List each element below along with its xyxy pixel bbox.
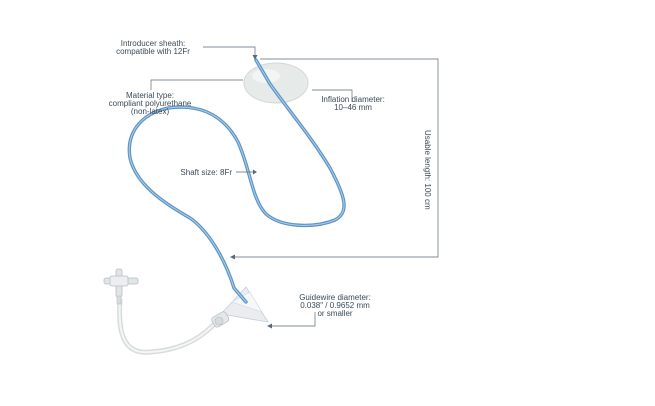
shaft-size-arrow	[253, 169, 257, 175]
introducer-arrow	[252, 55, 258, 60]
inflation-leader	[312, 89, 353, 102]
guidewire-label-line2: 0.038" / 0.9652 mm	[300, 301, 370, 310]
connector-tubing	[117, 297, 221, 355]
material-leader	[150, 79, 243, 90]
introducer-leader	[203, 46, 256, 57]
material-label-line2: compliant polyurethane	[109, 99, 192, 108]
stopcock	[103, 268, 139, 305]
connector-tubing-edge	[118, 299, 219, 354]
usable-length-label: Usable length: 100 cm	[423, 130, 432, 210]
introducer-label-line2: compatible with 12Fr	[116, 47, 190, 56]
material-label-line1: Material type:	[126, 91, 174, 100]
guidewire-leader	[270, 312, 316, 327]
introducer-label-line1: Introducer sheath:	[121, 39, 185, 48]
guidewire-arrow	[267, 323, 272, 329]
usable-length-arrow	[230, 254, 235, 260]
shaft-size-label: Shaft size: 8Fr	[180, 168, 232, 177]
material-label-line3: (non-latex)	[131, 107, 170, 116]
inflation-label-line1: Inflation diameter:	[321, 95, 385, 104]
inflation-label-line2: 10–46 mm	[334, 103, 372, 112]
catheter-hub	[211, 286, 269, 328]
usable-length-bracket	[232, 58, 439, 258]
guidewire-label-line1: Guidewire diameter:	[299, 293, 371, 302]
guidewire-label-line3: or smaller	[317, 309, 352, 318]
catheter-shaft-highlight	[128, 59, 345, 303]
balloon	[243, 62, 309, 104]
